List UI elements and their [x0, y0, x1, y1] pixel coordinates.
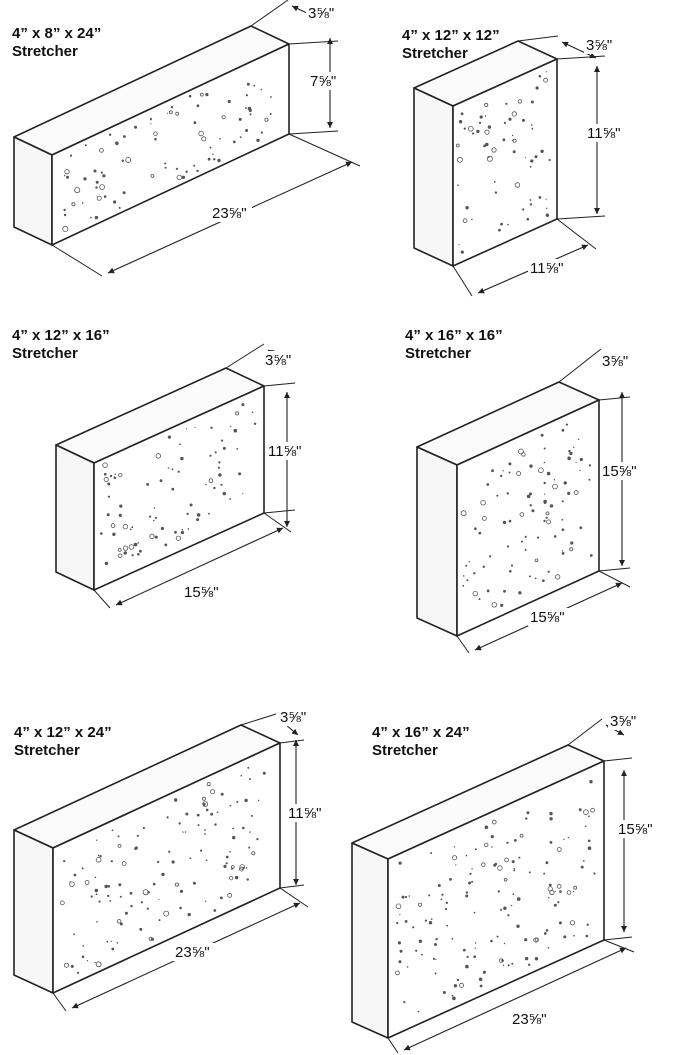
block-subtitle: Stretcher [12, 345, 78, 362]
depth-dimension-line [561, 41, 597, 59]
extension-lines [456, 348, 631, 654]
aggregate-texture [460, 423, 593, 608]
length-label-group: 23⅝" [210, 204, 252, 222]
depth-label-group: 3⅝" [584, 36, 626, 54]
block-title: 4” x 16” x 16” [405, 327, 503, 344]
height-label-group: 15⅝" [616, 820, 658, 838]
depth-label-group: 3⅝" [263, 351, 305, 369]
block-side-face [55, 444, 95, 591]
length-label: 15⅝" [530, 609, 565, 626]
length-label: 23⅝" [212, 205, 247, 222]
block-title: 4” x 12” x 12” [402, 27, 500, 44]
height-label-group: 7⅝" [308, 72, 350, 90]
depth-label: 3⅝" [265, 352, 291, 369]
aggregate-texture [100, 403, 257, 566]
length-dimension-line [115, 527, 284, 606]
block-figure: 4” x 8” x 24”Stretcher 23⅝" 7⅝" 3⅝" [12, 0, 361, 277]
length-label: 23⅝" [512, 1011, 547, 1028]
depth-label-group: 3⅝" [600, 352, 642, 370]
aggregate-texture [455, 71, 551, 254]
length-label: 11⅝" [530, 260, 563, 277]
height-label: 11⅝" [288, 805, 321, 822]
depth-label-group: 3⅝" [306, 4, 348, 22]
height-label-group: 11⅝" [266, 442, 308, 460]
block-figure: 4” x 12” x 12”Stretcher 11⅝" 11⅝" 3⅝" [402, 27, 627, 297]
block-title: 4” x 12” x 24” [14, 724, 112, 741]
block-subtitle: Stretcher [405, 345, 471, 362]
extension-lines [387, 718, 635, 1054]
height-label: 11⅝" [268, 443, 301, 460]
block-subtitle: Stretcher [402, 45, 468, 62]
aggregate-texture [395, 780, 596, 1013]
block-title: 4” x 16” x 24” [372, 724, 470, 741]
depth-label-group: 3⅝" [278, 708, 320, 726]
block-subtitle: Stretcher [14, 742, 80, 759]
length-label-group: 23⅝" [173, 943, 215, 961]
height-label: 15⅝" [618, 821, 653, 838]
block-side-face [351, 842, 389, 1039]
block-title: 4” x 12” x 16” [12, 327, 110, 344]
height-label-group: 11⅝" [585, 124, 627, 142]
height-label-group: 15⅝" [600, 462, 642, 480]
depth-label: 3⅝" [586, 37, 612, 54]
extension-lines [52, 713, 309, 1012]
block-figure: 4” x 16” x 16”Stretcher 15⅝" 15⅝" 3⅝" [405, 327, 642, 654]
length-label-group: 15⅝" [528, 608, 570, 626]
block-figure: 4” x 16” x 24”Stretcher 23⅝" 15⅝" 3⅝" [351, 712, 658, 1054]
height-label-group: 11⅝" [286, 804, 328, 822]
height-label: 7⅝" [310, 73, 336, 90]
block-title: 4” x 8” x 24” [12, 25, 101, 42]
height-label: 11⅝" [587, 125, 620, 142]
block-side-face [13, 136, 53, 246]
extension-lines [452, 35, 606, 297]
depth-label: 3⅝" [308, 5, 334, 22]
length-label: 15⅝" [184, 584, 219, 601]
block-side-face [13, 829, 54, 994]
height-label: 15⅝" [602, 463, 637, 480]
extension-lines [93, 343, 296, 609]
length-label-group: 23⅝" [510, 1010, 552, 1028]
depth-label: 3⅝" [602, 353, 628, 370]
aggregate-texture [59, 766, 266, 974]
length-label: 23⅝" [175, 944, 210, 961]
length-label-group: 15⅝" [182, 583, 224, 601]
length-dimension-line [403, 947, 627, 1051]
depth-label: 3⅝" [610, 713, 636, 730]
depth-label-group: 3⅝" [608, 712, 650, 730]
block-subtitle: Stretcher [12, 43, 78, 60]
block-figure: 4” x 12” x 16”Stretcher 15⅝" 11⅝" 3⅝" [12, 327, 308, 609]
depth-label: 3⅝" [280, 709, 306, 726]
block-figure: 4” x 12” x 24”Stretcher 23⅝" 11⅝" 3⅝" [13, 708, 328, 1012]
height-dimension-line [621, 770, 627, 932]
length-label-group: 11⅝" [528, 259, 570, 277]
block-side-face [416, 446, 458, 637]
block-side-face [413, 87, 454, 267]
block-subtitle: Stretcher [372, 742, 438, 759]
aggregate-texture [62, 82, 272, 232]
